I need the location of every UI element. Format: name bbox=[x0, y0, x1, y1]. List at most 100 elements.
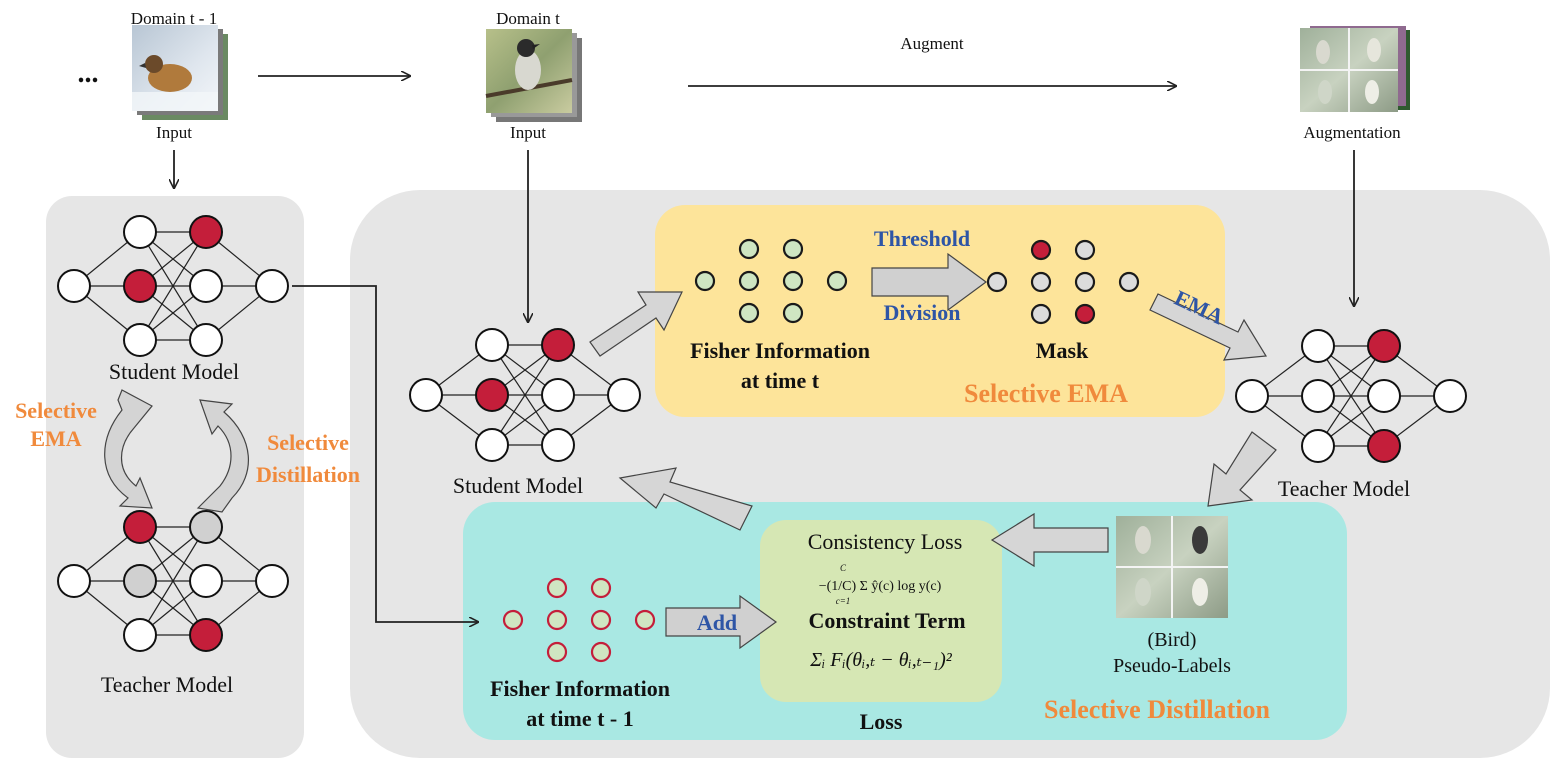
fisher-dot bbox=[782, 270, 804, 292]
network-node bbox=[123, 269, 157, 303]
fisher-dot bbox=[590, 641, 612, 663]
main-student-network bbox=[409, 328, 641, 462]
mask-dots bbox=[986, 239, 1140, 325]
main-teacher-network bbox=[1235, 329, 1467, 463]
fisher-dot bbox=[546, 577, 568, 599]
network-node bbox=[1301, 429, 1335, 463]
consistency-loss-label: Consistency Loss bbox=[808, 529, 963, 554]
fisher-dot bbox=[826, 270, 848, 292]
left-panel bbox=[46, 196, 304, 758]
fisher-t-line2: at time t bbox=[741, 368, 820, 393]
network-node bbox=[123, 510, 157, 544]
network-node bbox=[1367, 329, 1401, 363]
network-node bbox=[57, 564, 91, 598]
fisher-t-dots bbox=[694, 238, 848, 324]
network-node bbox=[57, 269, 91, 303]
left-selective-ema-line2: EMA bbox=[30, 426, 81, 451]
constraint-term-label: Constraint Term bbox=[808, 608, 965, 633]
fisher-prev-line1: Fisher Information bbox=[490, 676, 670, 701]
augmentation-image bbox=[1300, 26, 1410, 112]
fisher-prev-line2: at time t - 1 bbox=[526, 706, 634, 731]
augmentation-label: Augmentation bbox=[1303, 123, 1401, 142]
fisher-dot bbox=[738, 270, 760, 292]
left-selective-distillation-line1: Selective bbox=[267, 430, 349, 455]
fisher-dot bbox=[502, 609, 524, 631]
fisher-dot bbox=[1074, 271, 1096, 293]
network-node bbox=[541, 428, 575, 462]
fisher-t-line1: Fisher Information bbox=[690, 338, 870, 363]
network-node bbox=[409, 378, 443, 412]
main-student-label: Student Model bbox=[453, 473, 583, 498]
mask-label: Mask bbox=[1036, 338, 1089, 363]
fisher-dot bbox=[1118, 271, 1140, 293]
fisher-dot bbox=[782, 238, 804, 260]
network-node bbox=[189, 510, 223, 544]
fisher-dot bbox=[986, 271, 1008, 293]
network-node bbox=[189, 269, 223, 303]
fisher-dot bbox=[1074, 303, 1096, 325]
domain-cur-label: Domain t bbox=[496, 9, 560, 28]
network-node bbox=[475, 378, 509, 412]
arrow-pseudo-to-consistency bbox=[990, 512, 1109, 568]
fisher-dot bbox=[1030, 271, 1052, 293]
network-node bbox=[1367, 429, 1401, 463]
loss-box bbox=[760, 520, 1002, 702]
network-node bbox=[255, 269, 289, 303]
fisher-dot bbox=[546, 609, 568, 631]
threshold-label: Threshold bbox=[874, 226, 970, 251]
domain-prev-image bbox=[132, 25, 228, 120]
fisher-dot bbox=[738, 302, 760, 324]
domain-cur-input-label: Input bbox=[510, 123, 546, 142]
neural-networks bbox=[57, 215, 1467, 652]
network-node bbox=[189, 564, 223, 598]
network-node bbox=[1367, 379, 1401, 413]
left-selective-ema-line1: Selective bbox=[15, 398, 97, 423]
pseudo-label-image bbox=[1116, 516, 1228, 618]
augment-label: Augment bbox=[900, 34, 964, 53]
arrow-left-student-to-fisher-prev bbox=[292, 285, 478, 622]
network-node bbox=[475, 328, 509, 362]
fisher-dot bbox=[738, 238, 760, 260]
network-node bbox=[255, 564, 289, 598]
network-node bbox=[475, 428, 509, 462]
arrow-teacher-to-pseudo bbox=[1207, 431, 1277, 507]
arrow-loss-to-student bbox=[618, 467, 753, 531]
selective-distillation-title: Selective Distillation bbox=[1044, 695, 1271, 724]
network-node bbox=[607, 378, 641, 412]
add-arrow bbox=[665, 594, 778, 650]
network-node bbox=[1301, 379, 1335, 413]
fisher-dot bbox=[590, 577, 612, 599]
curved-arrow-selective-distillation bbox=[196, 399, 250, 513]
division-label: Division bbox=[883, 300, 960, 325]
fisher-dot bbox=[782, 302, 804, 324]
network-node bbox=[189, 618, 223, 652]
consistency-sum-upper: C bbox=[840, 563, 847, 573]
fisher-dot bbox=[694, 270, 716, 292]
left-selective-distillation-line2: Distillation bbox=[256, 462, 360, 487]
constraint-formula: Σᵢ Fᵢ(θᵢ,ₜ − θᵢ,ₜ₋₁)² bbox=[809, 649, 953, 671]
network-node bbox=[541, 328, 575, 362]
arrow-mask-to-teacher-ema bbox=[1149, 293, 1268, 361]
network-edge bbox=[139, 526, 207, 636]
loss-label: Loss bbox=[860, 709, 903, 734]
fisher-dot bbox=[1030, 239, 1052, 261]
fisher-dot bbox=[546, 641, 568, 663]
selective-ema-title: Selective EMA bbox=[964, 379, 1128, 408]
domain-prev-label: Domain t - 1 bbox=[131, 9, 217, 28]
network-node bbox=[1433, 379, 1467, 413]
fisher-dot bbox=[1074, 239, 1096, 261]
bird-label: (Bird) bbox=[1148, 629, 1197, 651]
pseudo-labels-label: Pseudo-Labels bbox=[1113, 655, 1231, 677]
network-node bbox=[189, 215, 223, 249]
add-label: Add bbox=[697, 610, 737, 635]
main-teacher-label: Teacher Model bbox=[1278, 476, 1410, 501]
consistency-formula: −(1/C) Σ ŷ(c) log y(c) bbox=[819, 579, 942, 594]
fisher-prev-dots bbox=[502, 577, 656, 663]
network-node bbox=[123, 323, 157, 357]
domain-cur-image bbox=[485, 29, 582, 122]
network-node bbox=[1301, 329, 1335, 363]
network-edge bbox=[139, 231, 207, 341]
network-edge bbox=[1317, 345, 1385, 447]
